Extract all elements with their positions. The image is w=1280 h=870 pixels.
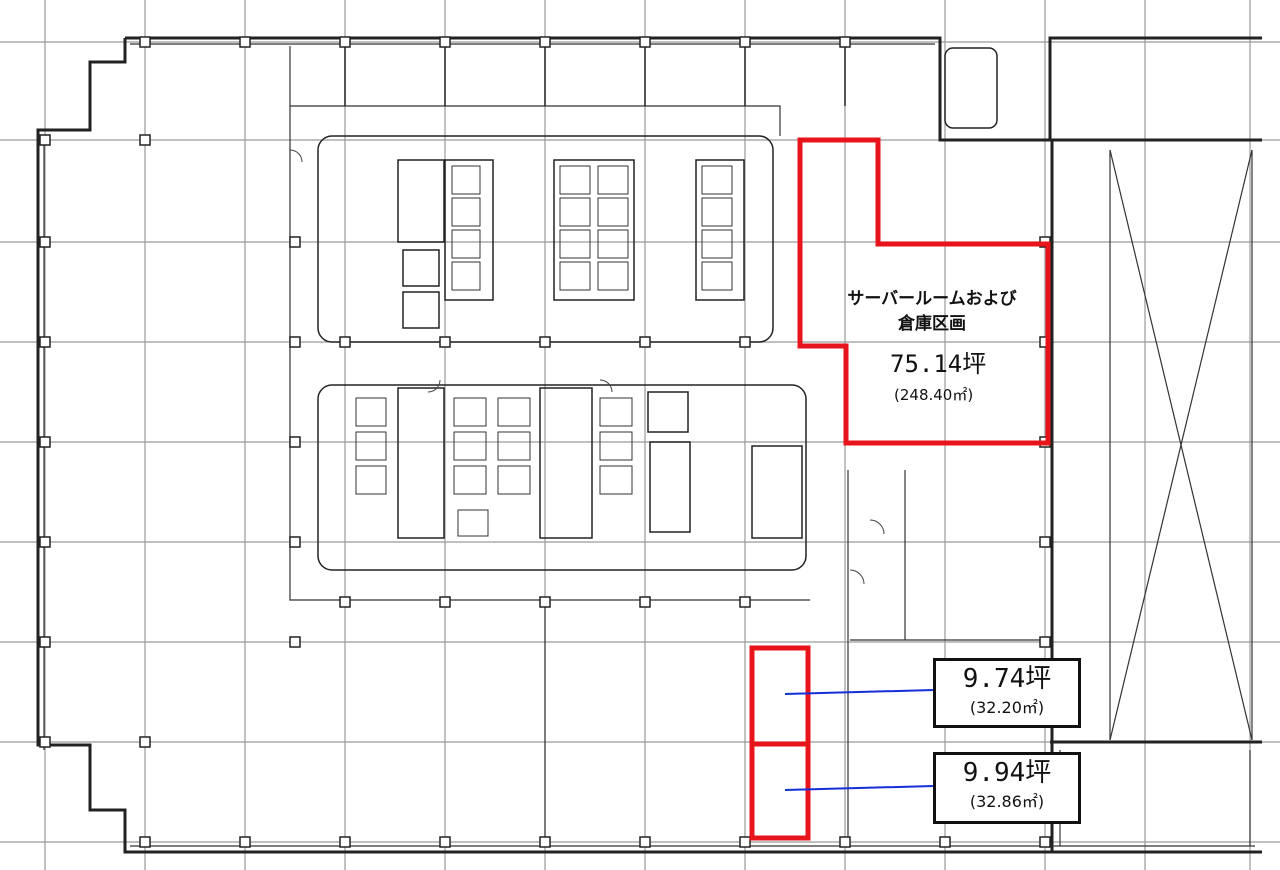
unit-a-outline xyxy=(749,645,811,747)
upper-rooms xyxy=(344,44,998,129)
server-room-area-tsubo: 75.14坪 xyxy=(890,350,987,378)
server-room-title-line2: 倉庫区画 xyxy=(898,314,966,334)
unit-b-area-sqm: (32.86㎡) xyxy=(969,792,1045,811)
server-room-outline xyxy=(797,137,1051,446)
unit-b-outline xyxy=(749,741,811,841)
unit-a-area-tsubo: 9.74坪 xyxy=(962,664,1052,694)
toilet-fixtures-lower xyxy=(355,397,633,537)
door-swings xyxy=(289,149,885,585)
unit-b-leader xyxy=(784,785,935,791)
unit-a-area-sqm: (32.20㎡) xyxy=(969,698,1045,717)
unit-b-area-tsubo: 9.94坪 xyxy=(962,758,1052,788)
server-room-area-sqm: (248.40㎡) xyxy=(894,386,974,404)
toilet-fixtures-upper xyxy=(451,165,733,291)
unit-a-label: 9.74坪 (32.20㎡) xyxy=(933,658,1081,728)
core-lower xyxy=(317,384,807,571)
unit-a-leader xyxy=(784,689,935,695)
outer-walls xyxy=(36,36,1262,854)
unit-b-label: 9.94坪 (32.86㎡) xyxy=(933,752,1081,824)
server-room-title: サーバールームおよび 倉庫区画 xyxy=(822,284,1042,334)
columns xyxy=(39,36,1051,848)
server-room-title-line1: サーバールームおよび xyxy=(847,289,1017,309)
